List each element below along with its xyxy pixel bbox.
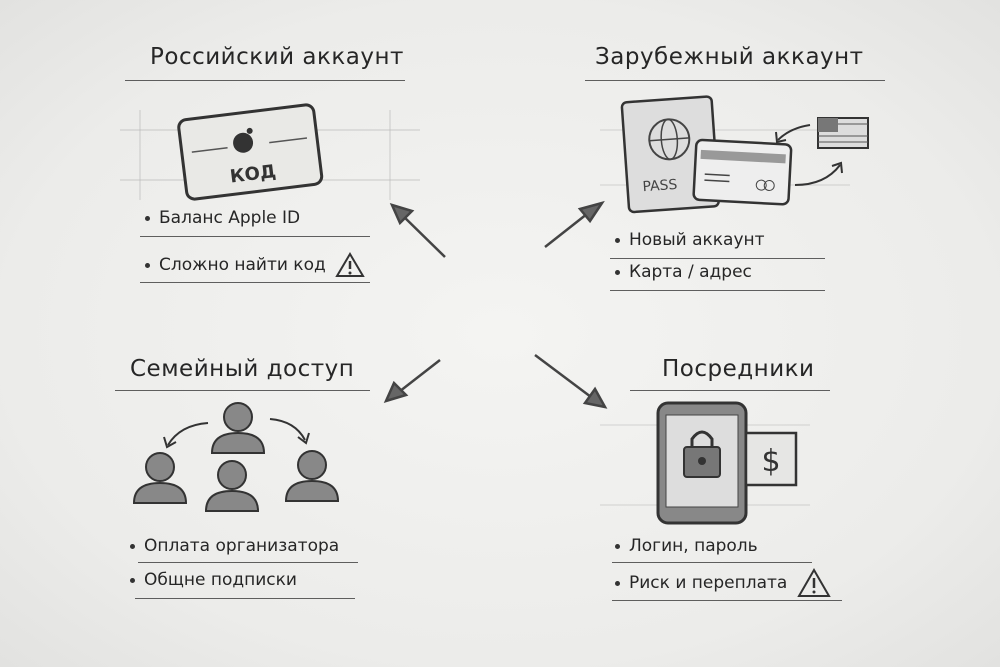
center-arrows <box>383 200 608 409</box>
title-family-sharing: Семейный доступ <box>130 356 355 382</box>
person-icon <box>204 460 260 512</box>
title-intermediaries: Посредники <box>662 356 815 382</box>
warning-triangle-icon <box>796 568 831 597</box>
arrow-up-right-icon <box>544 200 605 248</box>
passport-label: PASS <box>642 177 678 195</box>
arrow-up-left-icon <box>389 203 446 258</box>
underline <box>115 390 370 391</box>
arrow-down-right-icon <box>534 354 608 409</box>
person-icon <box>284 450 340 502</box>
dollar-icon <box>744 431 798 487</box>
underline <box>140 282 370 283</box>
underline <box>612 562 812 563</box>
phone-lock-dollar-illustration: $ <box>600 401 810 525</box>
bullet-item: Риск и переплата <box>615 568 831 598</box>
svg-text:$: $ <box>761 444 780 479</box>
underline <box>610 258 825 259</box>
bullet-item: Карта / адрес <box>615 262 752 282</box>
person-icon <box>210 402 266 454</box>
warning-triangle-icon <box>335 252 365 277</box>
bullet-item: Новый аккаунт <box>615 230 765 250</box>
person-icon <box>132 452 188 504</box>
apple-gift-card-illustration: КОД <box>120 103 420 201</box>
family-group-illustration <box>132 402 340 512</box>
underline <box>125 80 405 81</box>
us-flag-icon <box>817 117 869 149</box>
underline <box>140 236 370 237</box>
arrow-down-left-icon <box>383 359 441 403</box>
lock-icon <box>683 430 721 478</box>
underline <box>138 562 358 563</box>
underline <box>612 600 842 601</box>
apple-logo-icon <box>233 132 254 153</box>
passport-and-card-illustration: PASS <box>600 95 869 214</box>
bullet-item: Сложно найти код <box>145 252 365 278</box>
bullet-item: Общне подписки <box>130 570 297 590</box>
underline <box>630 390 830 391</box>
bullet-item: Баланс Apple ID <box>145 208 300 228</box>
underline <box>585 80 885 81</box>
underline <box>135 598 355 599</box>
bullet-item: Логин, пароль <box>615 536 758 556</box>
underline <box>610 290 825 291</box>
title-foreign-account: Зарубежный аккаунт <box>595 44 864 70</box>
title-russian-account: Российский аккаунт <box>150 44 404 70</box>
bullet-item: Оплата организатора <box>130 536 339 556</box>
